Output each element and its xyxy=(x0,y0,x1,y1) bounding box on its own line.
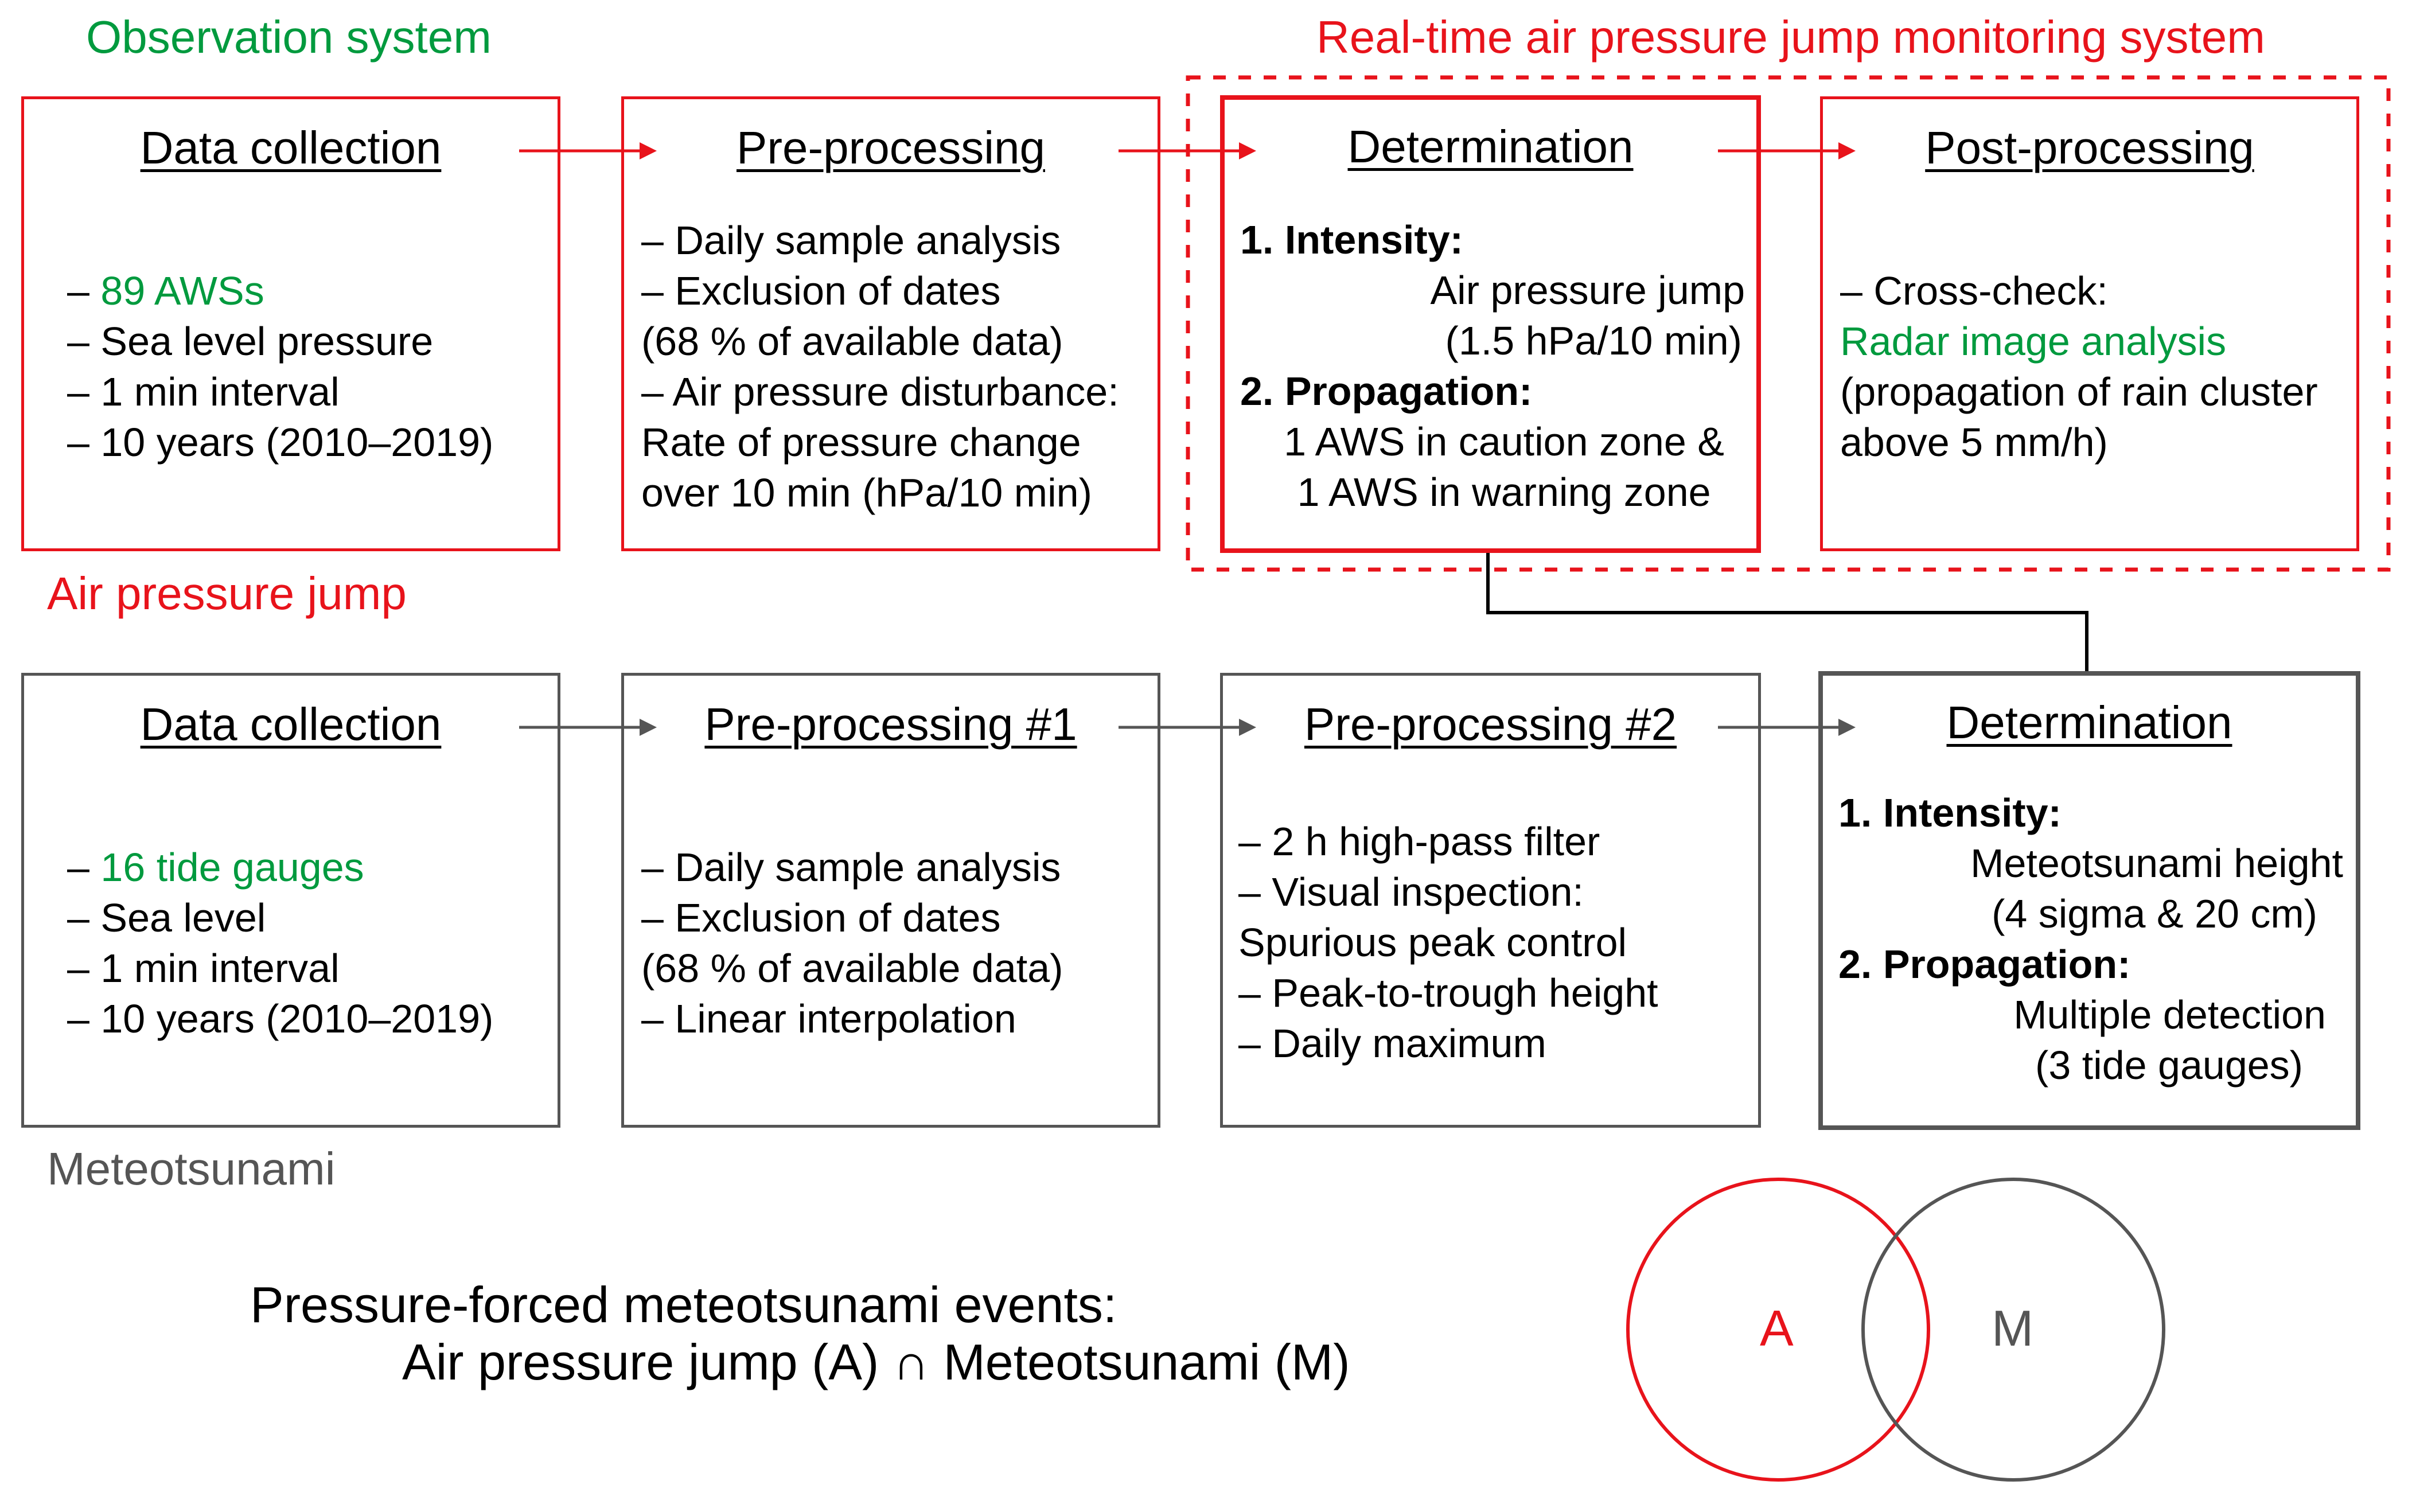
mt-pre-processing-1-title: Pre-processing #1 xyxy=(704,699,1077,750)
mt-item: – 10 years (2010–2019) xyxy=(67,996,494,1041)
mt-pre-processing-1-box: Pre-processing #1 – Daily sample analysi… xyxy=(621,673,1160,1128)
apj-determination-box: Determination 1. Intensity: Air pressure… xyxy=(1220,95,1761,553)
mt-pre-processing-2-box: Pre-processing #2 – 2 h high-pass filter… xyxy=(1220,673,1761,1128)
mt-pre1-item: – Linear interpolation xyxy=(641,996,1016,1041)
propagation-line: Multiple detection xyxy=(2013,992,2326,1037)
aws-count-text: 89 AWSs xyxy=(100,268,264,313)
post-item: – Cross-check: xyxy=(1840,268,2108,313)
propagation-line: (3 tide gauges) xyxy=(2035,1043,2303,1088)
mt-pre-processing-2-title: Pre-processing #2 xyxy=(1304,699,1677,750)
mt-pre1-item: – Exclusion of dates xyxy=(641,895,1001,940)
venn-circle-m xyxy=(1861,1178,2165,1482)
observation-system-label: Observation system xyxy=(86,11,492,63)
mt-pre2-item: – 2 h high-pass filter xyxy=(1238,819,1600,864)
propagation-heading: 2. Propagation: xyxy=(1838,942,2131,987)
intensity-heading: 1. Intensity: xyxy=(1240,217,1463,262)
mt-item: – 1 min interval xyxy=(67,946,340,991)
mt-pre1-item: – Daily sample analysis xyxy=(641,845,1061,890)
apj-pre-item: Rate of pressure change xyxy=(641,420,1081,465)
summary-line-2: Air pressure jump (A) ∩ Meteotsunami (M) xyxy=(402,1334,1350,1390)
propagation-heading: 2. Propagation: xyxy=(1240,369,1533,414)
mt-data-collection-box: Data collection – 16 tide gauges – Sea l… xyxy=(21,673,560,1128)
mt-item-tide-gauges: – 16 tide gauges xyxy=(67,845,364,890)
mt-pre2-item: – Visual inspection: xyxy=(1238,870,1584,914)
mt-pre2-item: – Peak-to-trough height xyxy=(1238,971,1658,1015)
apj-data-collection-box: Data collection – 89 AWSs – Sea level pr… xyxy=(21,96,560,551)
apj-pre-item: – Air pressure disturbance: xyxy=(641,369,1119,414)
mt-pre2-item: Spurious peak control xyxy=(1238,920,1627,965)
mt-data-collection-title: Data collection xyxy=(140,699,442,750)
air-pressure-jump-label: Air pressure jump xyxy=(47,568,407,619)
monitoring-system-boundary xyxy=(1186,75,2391,572)
post-item: above 5 mm/h) xyxy=(1840,420,2108,465)
apj-pre-processing-title: Pre-processing xyxy=(736,122,1045,173)
mt-pre2-item: – Daily maximum xyxy=(1238,1021,1546,1066)
intensity-line: Meteotsunami height xyxy=(1970,841,2343,886)
intensity-line: Air pressure jump xyxy=(1430,268,1745,313)
apj-item: – Sea level pressure xyxy=(67,319,434,364)
apj-determination-title: Determination xyxy=(1347,121,1634,172)
apj-item-aws-count: – 89 AWSs xyxy=(67,268,264,313)
propagation-line: 1 AWS in caution zone & xyxy=(1284,419,1724,464)
apj-data-collection-title: Data collection xyxy=(140,122,442,173)
apj-item: – 1 min interval xyxy=(67,369,340,414)
tide-gauge-count-text: 16 tide gauges xyxy=(100,845,364,890)
mt-determination-title: Determination xyxy=(1946,697,2232,748)
radar-analysis-text: Radar image analysis xyxy=(1840,319,2227,364)
apj-pre-item: – Exclusion of dates xyxy=(641,268,1001,313)
apj-pre-item: (68 % of available data) xyxy=(641,319,1063,364)
intensity-line: (1.5 hPa/10 min) xyxy=(1445,318,1742,363)
mt-item: – Sea level xyxy=(67,895,266,940)
apj-item: – 10 years (2010–2019) xyxy=(67,420,494,465)
apj-pre-item: over 10 min (hPa/10 min) xyxy=(641,470,1092,515)
venn-label-a: A xyxy=(1760,1300,1794,1357)
determination-connector xyxy=(1486,552,2088,672)
monitoring-system-label: Real-time air pressure jump monitoring s… xyxy=(1316,11,2265,63)
venn-label-m: M xyxy=(1992,1300,2034,1357)
apj-post-processing-box: Post-processing – Cross-check: Radar ima… xyxy=(1820,96,2359,551)
intensity-line: (4 sigma & 20 cm) xyxy=(1992,891,2317,936)
summary-block: Pressure-forced meteotsunami events: Air… xyxy=(250,1276,1350,1391)
intensity-heading: 1. Intensity: xyxy=(1838,790,2062,835)
mt-determination-box: Determination 1. Intensity: Meteotsunami… xyxy=(1818,671,2360,1130)
post-item: (propagation of rain cluster xyxy=(1840,369,2318,414)
venn-circle-a xyxy=(1626,1178,1930,1482)
meteotsunami-label: Meteotsunami xyxy=(47,1143,336,1194)
apj-pre-processing-box: Pre-processing – Daily sample analysis –… xyxy=(621,96,1160,551)
apj-post-processing-title: Post-processing xyxy=(1925,122,2254,173)
summary-line-1: Pressure-forced meteotsunami events: xyxy=(250,1276,1117,1333)
mt-pre1-item: (68 % of available data) xyxy=(641,946,1063,991)
apj-pre-item: – Daily sample analysis xyxy=(641,218,1061,263)
propagation-line: 1 AWS in warning zone xyxy=(1297,470,1711,515)
